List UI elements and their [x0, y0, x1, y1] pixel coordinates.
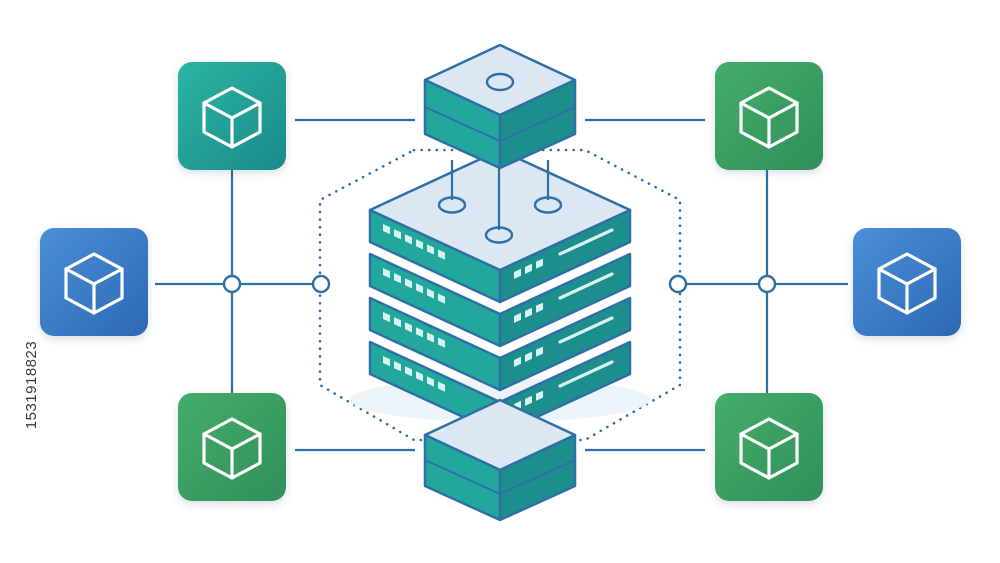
- status-led: [514, 268, 521, 279]
- junction-nodes: [222, 274, 777, 294]
- status-led: [416, 283, 423, 294]
- status-led: [536, 258, 543, 269]
- cube-icon: [64, 252, 124, 315]
- node-tile-bottom-left: [178, 393, 286, 501]
- node-tile-top-right: [715, 62, 823, 170]
- status-led: [438, 337, 445, 348]
- port-circle: [485, 72, 515, 92]
- cube-icon: [202, 86, 262, 149]
- status-led: [525, 263, 532, 274]
- bottom-module: [423, 398, 577, 522]
- junction-circle: [222, 274, 242, 294]
- drive-slot: [558, 272, 614, 300]
- status-led: [536, 346, 543, 357]
- status-led: [405, 234, 412, 245]
- status-led: [383, 268, 390, 279]
- network-nodes: [40, 62, 961, 501]
- drive-slot: [558, 228, 614, 256]
- status-led: [383, 356, 390, 367]
- status-led: [514, 356, 521, 367]
- status-led: [427, 288, 434, 299]
- cube-icon: [739, 86, 799, 149]
- server-rack-stack: [368, 148, 632, 436]
- top-module: [423, 43, 577, 170]
- status-led: [427, 244, 434, 255]
- status-led: [416, 239, 423, 250]
- cube-icon: [739, 417, 799, 480]
- module-wires: [450, 160, 550, 230]
- status-led: [383, 312, 390, 323]
- node-tile-mid-left: [40, 228, 148, 336]
- node-tile-bottom-right: [715, 393, 823, 501]
- drive-slot: [558, 360, 614, 388]
- status-led: [514, 312, 521, 323]
- stock-id-watermark: 1531918823: [6, 300, 40, 470]
- junction-circle: [757, 274, 777, 294]
- junction-circle: [311, 274, 331, 294]
- cube-icon: [877, 252, 937, 315]
- status-led: [427, 376, 434, 387]
- watermark-text: 1531918823: [23, 340, 40, 430]
- status-led: [427, 332, 434, 343]
- status-led: [394, 317, 401, 328]
- status-led: [394, 361, 401, 372]
- status-led: [525, 351, 532, 362]
- cube-icon: [202, 417, 262, 480]
- status-led: [438, 249, 445, 260]
- status-led: [525, 395, 532, 406]
- node-tile-mid-right: [853, 228, 961, 336]
- status-led: [438, 381, 445, 392]
- status-led: [383, 224, 390, 235]
- rack-unit: [368, 148, 632, 304]
- junction-circle: [668, 274, 688, 294]
- status-led: [438, 293, 445, 304]
- node-tile-top-left: [178, 62, 286, 170]
- status-led: [525, 307, 532, 318]
- status-led: [394, 229, 401, 240]
- status-led: [394, 273, 401, 284]
- status-led: [416, 371, 423, 382]
- status-led: [405, 278, 412, 289]
- status-led: [416, 327, 423, 338]
- rack-unit: [368, 252, 632, 348]
- status-led: [405, 366, 412, 377]
- status-led: [536, 390, 543, 401]
- rack-unit: [368, 296, 632, 392]
- status-led: [536, 302, 543, 313]
- status-led: [405, 322, 412, 333]
- drive-slot: [558, 316, 614, 344]
